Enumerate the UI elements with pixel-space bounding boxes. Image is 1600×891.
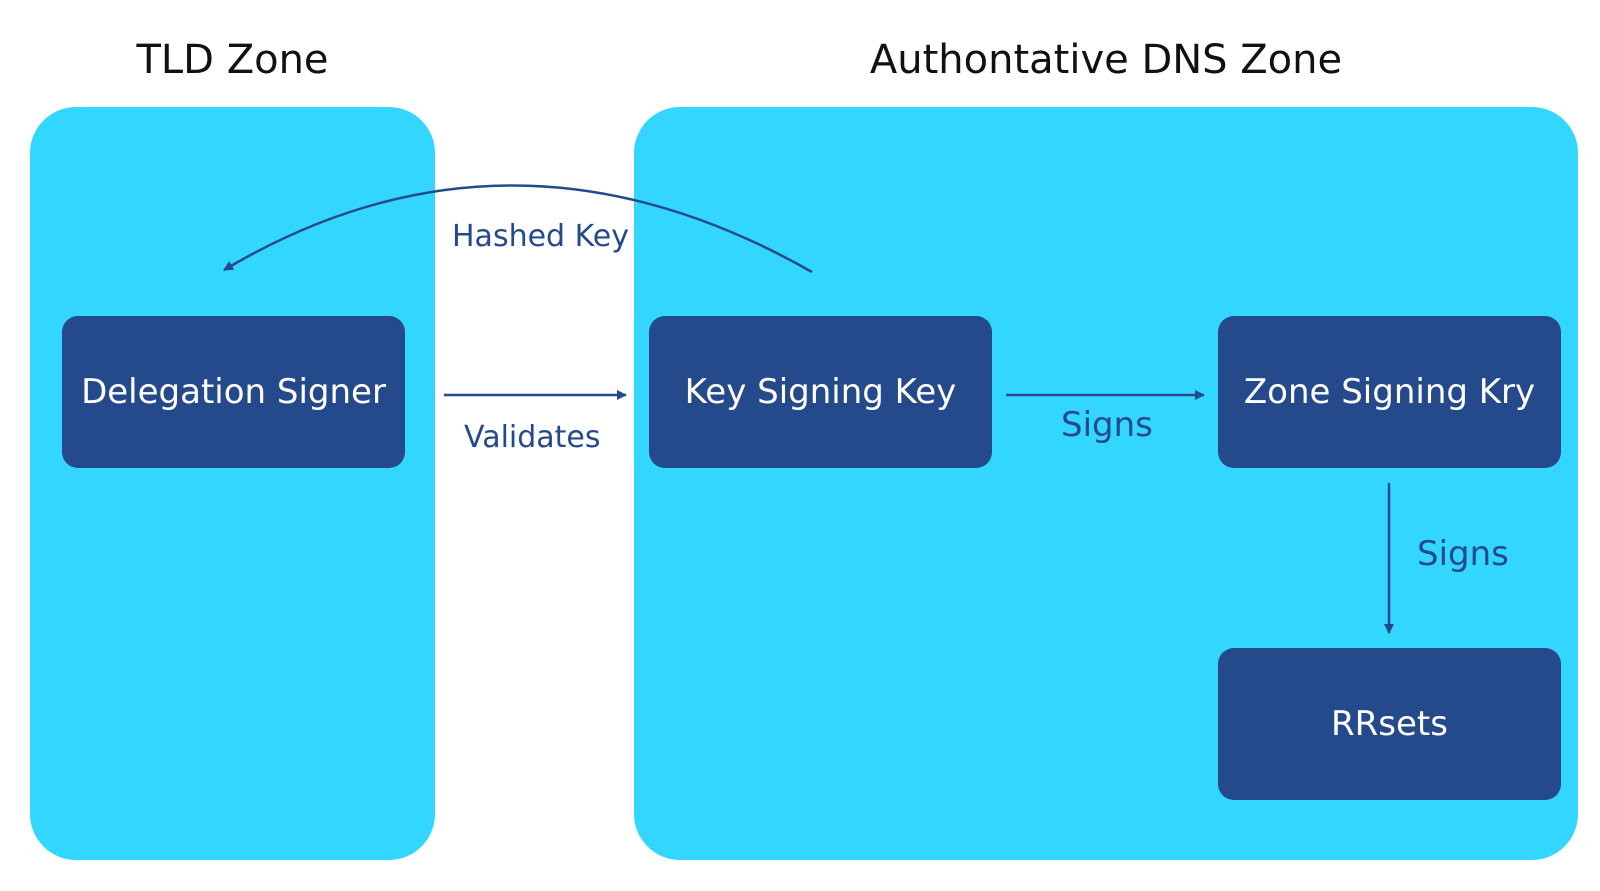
authoritative-zone-title: Authontative DNS Zone — [869, 37, 1343, 83]
tld-zone-title: TLD Zone — [136, 37, 329, 83]
zone-signing-key-node: Zone Signing Kry — [1218, 316, 1561, 468]
delegation-signer-label: Delegation Signer — [81, 372, 386, 412]
validates-label: Validates — [464, 420, 601, 455]
rrsets-label: RRsets — [1331, 704, 1448, 744]
signs-zsk-rrsets-label: Signs — [1417, 534, 1509, 574]
hashed-key-label: Hashed Key — [452, 219, 630, 254]
signs-ksk-zsk-label: Signs — [1061, 405, 1153, 445]
rrsets-node: RRsets — [1218, 648, 1561, 800]
delegation-signer-node: Delegation Signer — [62, 316, 405, 468]
tld-zone-panel — [30, 107, 435, 860]
zone-signing-key-label: Zone Signing Kry — [1243, 372, 1536, 412]
key-signing-key-node: Key Signing Key — [649, 316, 992, 468]
key-signing-key-label: Key Signing Key — [684, 372, 957, 412]
